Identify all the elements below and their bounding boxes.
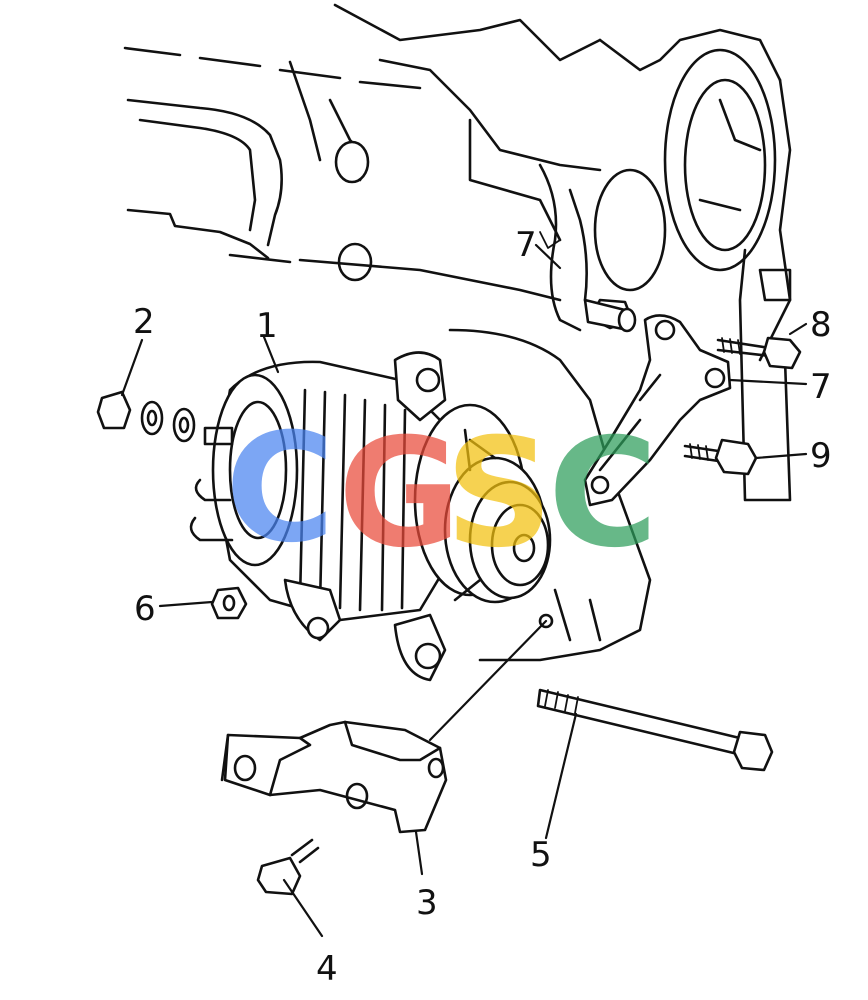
callout-3: 3 xyxy=(416,883,438,923)
adjusting-bracket xyxy=(583,298,732,507)
callout-8: 8 xyxy=(810,305,832,345)
watermark-letter-c2: C xyxy=(548,407,658,581)
engine-block xyxy=(123,3,792,662)
nut-6 xyxy=(210,586,248,620)
callout-4: 4 xyxy=(316,949,338,989)
long-bolt-5 xyxy=(536,688,774,772)
callout-1: 1 xyxy=(256,306,278,346)
alternator xyxy=(189,351,552,682)
cgsc-watermark: C G S C xyxy=(225,402,658,581)
callout-labels: 1 2 6 7 8 7 9 5 3 4 xyxy=(133,225,832,989)
watermark-letter-s: S xyxy=(445,407,553,581)
bolt-8 xyxy=(716,336,802,370)
callout-7-engine: 7 xyxy=(515,225,537,265)
callout-2: 2 xyxy=(133,302,155,342)
bolt-9 xyxy=(683,438,758,476)
callout-5: 5 xyxy=(530,835,552,875)
callout-7-bracket: 7 xyxy=(810,367,832,407)
callout-6: 6 xyxy=(134,589,156,629)
watermark-letter-g: G xyxy=(338,407,461,581)
leader-lines xyxy=(120,243,808,938)
callout-9: 9 xyxy=(810,436,832,476)
watermark-letter-c1: C xyxy=(225,402,335,576)
mounting-bracket-3 xyxy=(220,720,448,834)
bolt-4 xyxy=(256,838,320,896)
nut-2-and-washers xyxy=(96,390,196,443)
